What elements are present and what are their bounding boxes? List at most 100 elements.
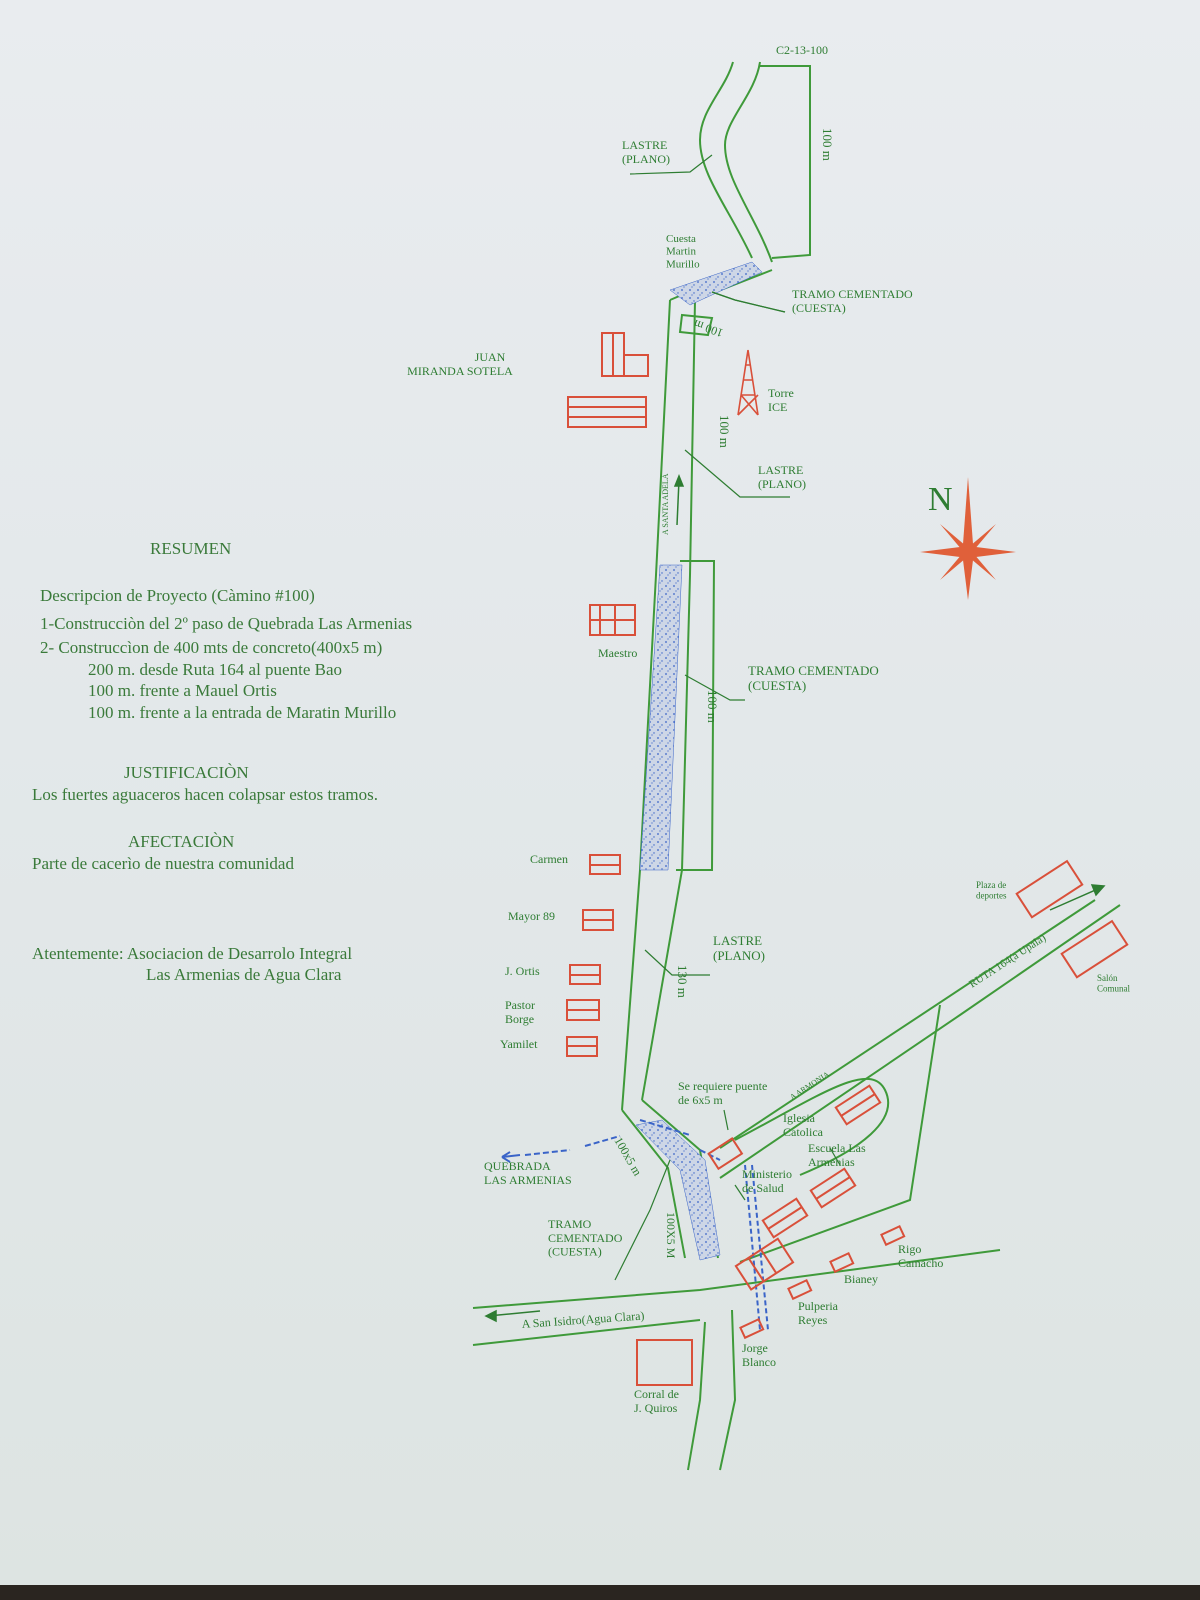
distance-100m-top: 100 m xyxy=(820,128,835,161)
tramo-cementado-box xyxy=(676,560,716,871)
road-top-left-edge xyxy=(698,61,753,259)
label-line: LAS ARMENIAS xyxy=(484,1173,572,1187)
ruta-164-loop xyxy=(739,1004,941,1263)
label-line: Plaza de xyxy=(976,880,1006,890)
label-line: (CUESTA) xyxy=(792,301,846,315)
label-line: C2-13-100 xyxy=(776,43,828,57)
a-armonia-road xyxy=(734,1077,890,1176)
label-line: (CUESTA) xyxy=(748,678,806,693)
label-tramo-cementado-1: TRAMO CEMENTADO(CUESTA) xyxy=(792,287,913,315)
road-lines xyxy=(472,61,1121,1471)
label-line: 130 m xyxy=(675,965,690,998)
block-100m-top xyxy=(760,65,811,259)
sub-item-2: 100 m. frente a Mauel Ortis xyxy=(88,681,277,700)
photo-edge-shadow xyxy=(0,1585,1200,1600)
distance-100m-bend: 100 m xyxy=(691,317,725,341)
label-line: TRAMO CEMENTADO xyxy=(792,287,913,301)
label-line: Maestro xyxy=(598,646,637,660)
label-line: (PLANO) xyxy=(622,152,670,166)
label-line: Ministerio xyxy=(742,1167,792,1181)
label-carmen: Carmen xyxy=(530,852,568,866)
label-line: A SANTA ADELA xyxy=(661,473,670,535)
label-line: (CUESTA) xyxy=(548,1245,602,1259)
label-line: Corral de xyxy=(634,1387,679,1401)
label-line: de 6x5 m xyxy=(678,1093,723,1107)
label-line: 100x5 m xyxy=(611,1135,645,1179)
label-line: Torre xyxy=(768,386,794,400)
concrete-tramo-lower xyxy=(635,1119,721,1261)
justificacion-text: Los fuertes aguaceros hacen colapsar est… xyxy=(32,785,379,804)
label-line: J. Quiros xyxy=(634,1401,678,1415)
label-line: Comunal xyxy=(1097,983,1130,993)
label-line: Armenias xyxy=(808,1155,855,1169)
label-line: Blanco xyxy=(742,1355,776,1369)
torre-ice-icon xyxy=(737,349,759,416)
label-line: TRAMO xyxy=(548,1217,592,1231)
label-line: 100X5 M xyxy=(664,1212,678,1259)
label-line: Bianey xyxy=(844,1272,878,1286)
building-iglesia xyxy=(834,1084,882,1126)
building-salon-comunal xyxy=(1060,919,1129,979)
tramo-box xyxy=(678,313,714,337)
map-code: C2-13-100 xyxy=(776,43,828,57)
distance-100m-3: 100 m xyxy=(705,690,720,723)
descripcion-text: Descripcion de Proyecto (Càmino #100) xyxy=(40,586,315,605)
label-line: (PLANO) xyxy=(758,477,806,491)
label-lastre-plano-2: LASTRE(PLANO) xyxy=(758,463,806,491)
label-line: LASTRE xyxy=(622,138,667,152)
label-line: 100 m xyxy=(691,317,725,341)
item-2-text: 2- Construccìon de 400 mts de concreto(4… xyxy=(40,638,383,657)
label-line: LASTRE xyxy=(758,463,803,477)
building-jorge xyxy=(739,1318,765,1340)
resumen-title: RESUMEN xyxy=(150,539,232,558)
label-maestro: Maestro xyxy=(598,646,637,660)
label-mayor: Mayor 89 xyxy=(508,909,555,923)
label-line: Murillo xyxy=(666,258,700,270)
sub-item-1: 200 m. desde Ruta 164 al puente Bao xyxy=(88,660,343,679)
label-line: J. Ortis xyxy=(505,964,540,978)
label-line: Carmen xyxy=(530,852,568,866)
ruta-164-top xyxy=(719,899,1096,1149)
road-top-right-edge xyxy=(723,61,773,263)
building-rigo xyxy=(880,1225,906,1247)
building-puente xyxy=(707,1137,744,1171)
label-line: Pastor xyxy=(505,998,535,1012)
road-main-right-edge xyxy=(641,299,696,1101)
concrete-cuesta-martin xyxy=(669,261,763,306)
label-line: (PLANO) xyxy=(713,948,765,963)
building-bianey xyxy=(829,1252,855,1274)
distance-100x5-1: 100x5 m xyxy=(611,1135,645,1179)
building-corral xyxy=(636,1339,693,1386)
afectacion-title: AFECTACIÒN xyxy=(128,832,235,851)
label-line: N xyxy=(928,481,953,518)
justificacion-title: JUSTIFICACIÒN xyxy=(124,763,249,782)
label-line: Se requiere puente xyxy=(678,1079,767,1093)
label-line: A ARMONIA xyxy=(788,1069,831,1101)
building-junction xyxy=(734,1237,795,1291)
label-line: 100 m xyxy=(820,128,835,161)
building-ministerio xyxy=(761,1197,809,1239)
ruta-164-bottom-a xyxy=(719,904,1121,1179)
river-arrow-head xyxy=(501,1154,521,1158)
label-line: 100 m xyxy=(705,690,720,723)
atentamente-line-2: Las Armenias de Agua Clara xyxy=(146,965,342,984)
label-line: de Salud xyxy=(742,1181,784,1195)
building-plaza-deportes xyxy=(1015,859,1084,919)
label-line: TRAMO CEMENTADO xyxy=(748,663,879,678)
buildings xyxy=(566,332,1129,1386)
road-lower-left xyxy=(621,1109,686,1259)
label-line: Rigo xyxy=(898,1242,921,1256)
